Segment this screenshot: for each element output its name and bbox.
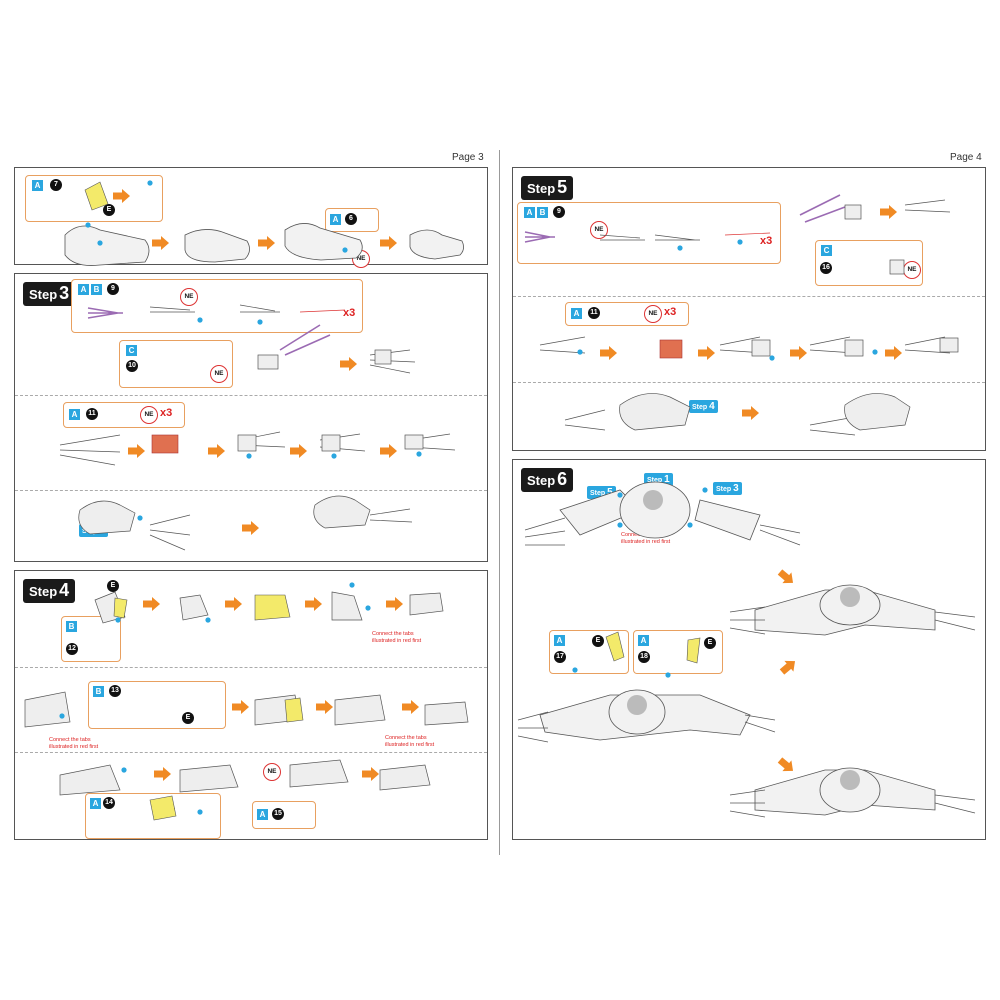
tag-B: B [66, 621, 77, 632]
divider-dashed [513, 382, 985, 383]
badge-NE: NE [903, 261, 921, 279]
connect-tabs-note: Connect the tabs illustrated in red firs… [385, 735, 435, 748]
panel-step2-continued: A 7 E A 6 NE [14, 167, 488, 268]
callout-part17: A 17 E [549, 630, 629, 674]
callout-part9: A B 9 NE x3 [517, 202, 781, 264]
connect-tabs-note: Connect the tabs illustrated in red firs… [621, 532, 671, 545]
step2-reference: Step 2 [79, 524, 108, 537]
tag-E: E [103, 204, 115, 216]
tag-B: B [537, 207, 548, 218]
step3-reference: Step 3 [713, 482, 742, 495]
page-label-right: Page 4 [950, 152, 982, 163]
connect-tabs-note: Connect the tabs illustrated in red firs… [49, 737, 99, 750]
tag-B: B [91, 284, 102, 295]
badge-NE: NE [263, 763, 281, 781]
part-number-7: 7 [50, 179, 62, 191]
tag-A: A [571, 308, 582, 319]
tag-B: B [93, 686, 104, 697]
badge-NE: NE [644, 305, 662, 323]
callout-part9: A B 9 NE x3 [71, 279, 363, 333]
tag-C: C [821, 245, 832, 256]
tag-A: A [78, 284, 89, 295]
page-label-left: Page 3 [452, 152, 484, 163]
step1-reference: Step 1 [644, 473, 673, 486]
callout-part11: A 11 NE x3 [565, 302, 689, 326]
tag-C: C [126, 345, 137, 356]
repeat-x3: x3 [760, 235, 773, 247]
callout-part10: C 10 NE [119, 340, 233, 388]
callout-part6: A 6 [325, 208, 379, 232]
badge-NE: NE [210, 365, 228, 383]
callout-part14: A 14 E [85, 793, 221, 839]
tag-A: A [330, 214, 341, 225]
divider-dashed [15, 395, 487, 396]
tag-A: A [554, 635, 565, 646]
part-number-17: 17 [554, 651, 566, 663]
callout-part15: A 15 [252, 801, 316, 829]
callout-part18: A 18 E [633, 630, 723, 674]
repeat-x3: x3 [343, 307, 356, 319]
badge-NE: NE [352, 250, 370, 268]
tag-E: E [704, 637, 716, 649]
divider-dashed [15, 667, 487, 668]
divider-dashed [15, 490, 487, 491]
center-divider [499, 150, 500, 855]
badge-NE: NE [590, 221, 608, 239]
tag-E: E [163, 804, 175, 816]
part-number-14: 14 [103, 797, 115, 809]
tag-A: A [638, 635, 649, 646]
badge-NE: NE [180, 288, 198, 306]
tag-A: A [90, 798, 101, 809]
part-number-18: 18 [638, 651, 650, 663]
part-number-6: 6 [345, 213, 357, 225]
part-number-9: 9 [107, 283, 119, 295]
part-number-11: 11 [588, 307, 600, 319]
part-number-16: 16 [820, 262, 832, 274]
tag-E: E [107, 580, 119, 592]
divider-dashed [513, 296, 985, 297]
callout-part16: C 16 NE [815, 240, 923, 286]
part-number-11: 11 [86, 408, 98, 420]
callout-part11: A 11 NE x3 [63, 402, 185, 428]
repeat-x3: x3 [664, 306, 677, 318]
callout-part12: B 12 [61, 616, 121, 662]
tag-E: E [182, 712, 194, 724]
part-number-13: 13 [109, 685, 121, 697]
repeat-x3: x3 [160, 407, 173, 419]
callout-part13: B 13 E [88, 681, 226, 729]
divider-dashed [15, 752, 487, 753]
tag-E: E [592, 635, 604, 647]
tag-A: A [32, 180, 43, 191]
step5-reference: Step 5 [587, 486, 616, 499]
tag-A: A [524, 207, 535, 218]
tag-A: A [69, 409, 80, 420]
part-number-12: 12 [66, 643, 78, 655]
step4-reference: Step 4 [689, 400, 718, 413]
part-number-15: 15 [272, 808, 284, 820]
badge-NE: NE [140, 406, 158, 424]
callout-part7: A 7 E [25, 175, 163, 222]
tag-A: A [257, 809, 268, 820]
connect-tabs-note: Connect the tabs illustrated in red firs… [372, 631, 422, 644]
part-number-9: 9 [553, 206, 565, 218]
part-number-10: 10 [126, 360, 138, 372]
